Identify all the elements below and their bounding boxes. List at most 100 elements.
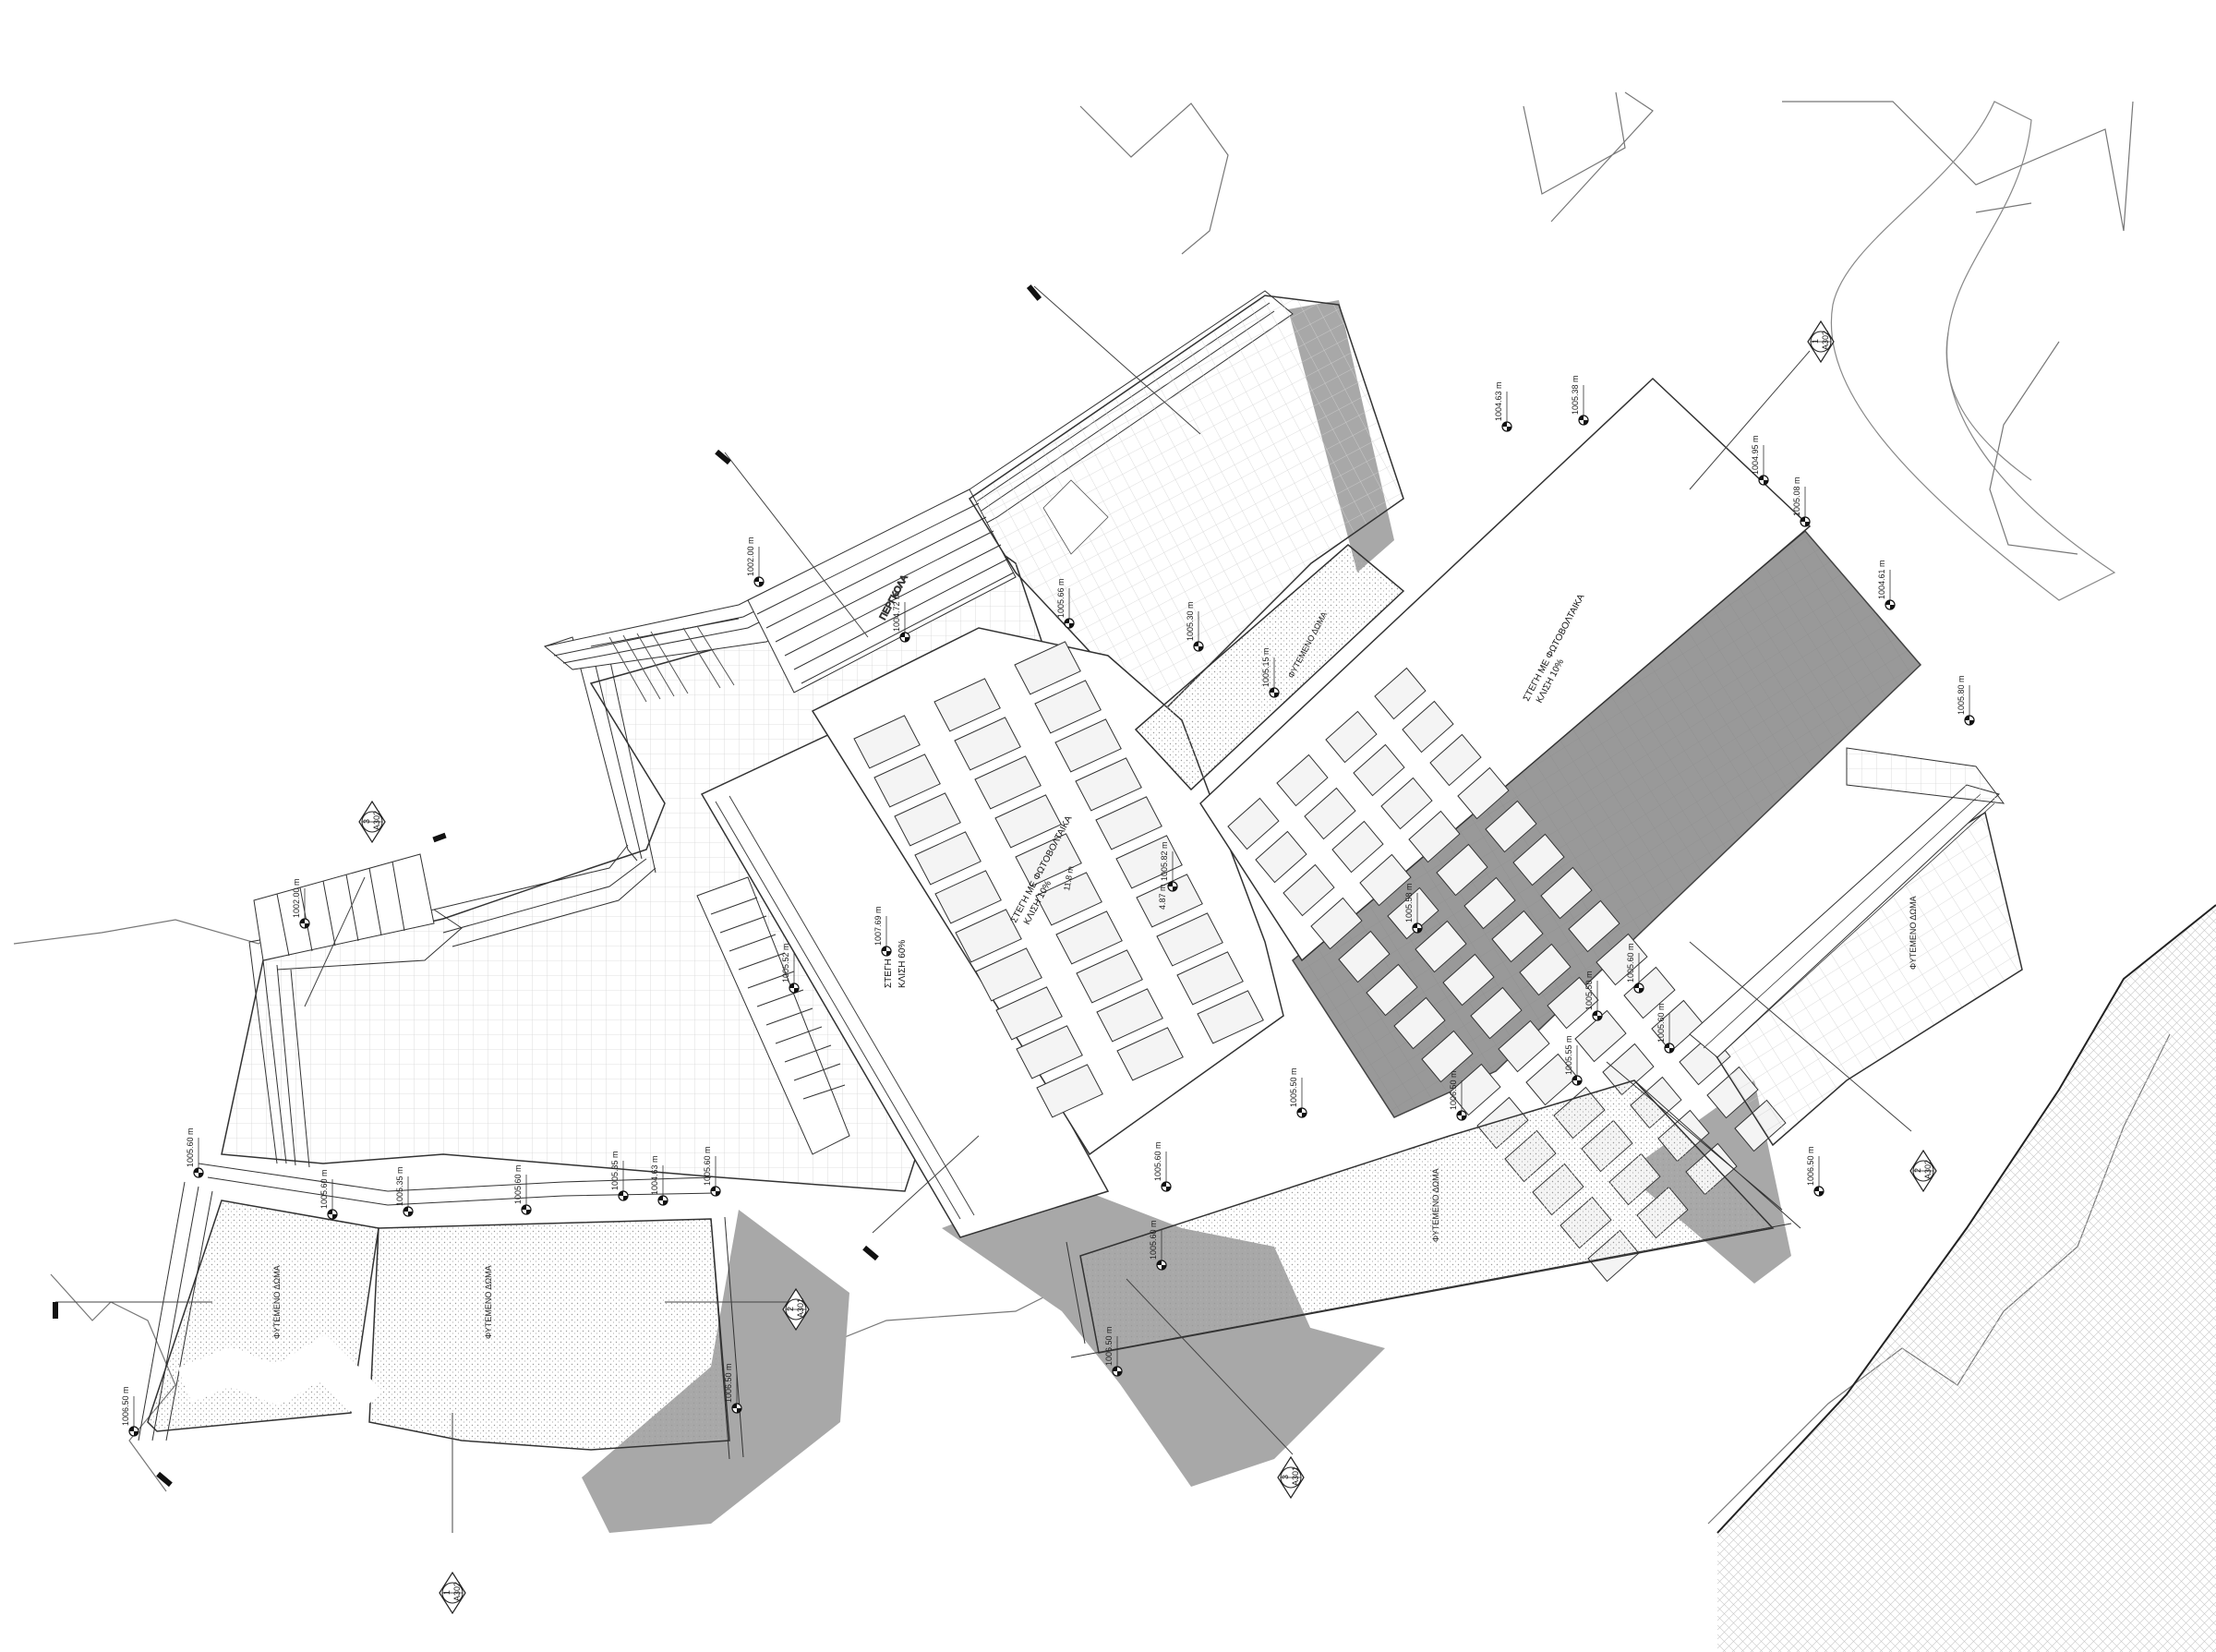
green-roof-label-right: ΦΥΤΕΜΕΝΟ ΔΩΜΑ bbox=[1909, 896, 1918, 970]
pv-panel bbox=[1491, 910, 1544, 963]
pv-panel bbox=[1176, 951, 1244, 1006]
elevation-label: 1005.52 m bbox=[781, 943, 790, 983]
elevation-point: 1005.08 m bbox=[1792, 476, 1811, 527]
elevation-point: 1006.50 m bbox=[724, 1363, 742, 1414]
pv-panel bbox=[894, 792, 961, 847]
pv-panel bbox=[853, 715, 921, 769]
pv-panel bbox=[934, 870, 1002, 924]
pv-panel bbox=[1276, 754, 1329, 807]
pv-panel bbox=[1359, 853, 1412, 907]
elevation-point: 1005.60 m bbox=[1626, 943, 1644, 994]
pv-panel bbox=[1325, 710, 1378, 764]
pv-panel bbox=[1498, 1019, 1550, 1073]
elevation-point: 1004.63 m bbox=[650, 1155, 668, 1206]
elevation-point: 1005.50 m bbox=[1289, 1067, 1307, 1118]
green-roof-right: ΦΥΤΕΜΕΝΟ ΔΩΜΑ bbox=[1689, 747, 2023, 1147]
elevation-point: 1002.00 m bbox=[746, 537, 765, 587]
pv-panel bbox=[1366, 963, 1418, 1017]
elevation-point: 1005.60 m bbox=[1656, 1003, 1675, 1054]
upper-right-terrace bbox=[968, 295, 1404, 722]
elevation-label: 1005.82 m bbox=[1160, 841, 1169, 881]
elevation-point: 1006.50 m bbox=[1104, 1326, 1123, 1377]
road-edge bbox=[1945, 332, 2032, 481]
pv-panel bbox=[1036, 1064, 1103, 1118]
pv-panel bbox=[1095, 796, 1162, 850]
pv-panel bbox=[1055, 910, 1123, 965]
pv-panel bbox=[1442, 953, 1495, 1007]
elevation-point: 1006.50 m bbox=[121, 1386, 139, 1437]
section-marker-number: 2 bbox=[1913, 1168, 1922, 1173]
elevation-label: 1004.61 m bbox=[1877, 560, 1886, 599]
leader-lines bbox=[55, 285, 1912, 1533]
pv-panel bbox=[995, 986, 1063, 1041]
pv-panel bbox=[1227, 797, 1280, 850]
section-marker-sheet: A301 bbox=[796, 1298, 805, 1318]
elevation-label: 1002.00 m bbox=[746, 537, 755, 576]
pv-panel bbox=[1075, 757, 1142, 812]
pv-panel bbox=[954, 717, 1021, 771]
pv-panel bbox=[1393, 996, 1446, 1050]
section-marker-number: 1 bbox=[442, 1590, 452, 1595]
pv-panel bbox=[1463, 876, 1516, 930]
elevation-point: 1005.15 m bbox=[1261, 647, 1280, 698]
elevation-label: 1005.60 m bbox=[703, 1146, 712, 1186]
pv-panel bbox=[1374, 667, 1427, 720]
elevation-label: 1005.60 m bbox=[186, 1127, 195, 1167]
elevation-label: 1006.50 m bbox=[724, 1363, 733, 1403]
pv-panel bbox=[1015, 833, 1082, 887]
pv-panel bbox=[1380, 777, 1433, 830]
elevation-label: 1004.95 m bbox=[1751, 435, 1760, 475]
section-marker-sheet: A302 bbox=[1923, 1160, 1933, 1179]
elevation-label: 1005.15 m bbox=[1261, 647, 1271, 687]
pv-panel bbox=[1197, 990, 1264, 1044]
pv-panel bbox=[1429, 733, 1482, 787]
pv-panel bbox=[1519, 943, 1572, 996]
pv-panel bbox=[1115, 835, 1183, 889]
elevation-points: 1002.00 m 1004.72 m 1005.66 m 1005.30 m 1005… bbox=[121, 375, 1975, 1437]
elevation-label: 1005.60 m bbox=[513, 1164, 523, 1204]
elevation-point: 1005.60 m bbox=[1149, 1220, 1167, 1271]
elevation-point: 1005.35 m bbox=[610, 1151, 629, 1201]
road-curve bbox=[1830, 101, 2116, 601]
elevation-label: 1005.80 m bbox=[1957, 675, 1966, 715]
elevation-label: 1005.66 m bbox=[1056, 578, 1066, 618]
middle-roof-60: ΣΤΕΓΗ ΚΛΙΣΗ 60% bbox=[700, 724, 1110, 1238]
pv-panel bbox=[1449, 1063, 1501, 1116]
elevation-label: 1002.00 m bbox=[292, 878, 301, 918]
pv-panel bbox=[1415, 920, 1467, 973]
green-roof-middle: ΦΥΤΕΜΕΝΟ ΔΩΜΑ bbox=[1134, 544, 1405, 791]
elevation-point: 1004.72 m bbox=[892, 592, 910, 643]
pv-panel bbox=[994, 794, 1062, 849]
elevation-label: 1005.30 m bbox=[1186, 601, 1195, 641]
elevation-label: 1004.63 m bbox=[1494, 381, 1503, 421]
pv-panel bbox=[1255, 830, 1307, 884]
center-stair bbox=[696, 876, 850, 1155]
elevation-label: 1006.50 m bbox=[1104, 1326, 1114, 1366]
pv-panel bbox=[1331, 820, 1384, 874]
pv-panel bbox=[914, 831, 982, 886]
stair-left bbox=[253, 853, 435, 961]
elevation-point: 1005.60 m bbox=[703, 1146, 721, 1197]
green-roof-label-left-b: ΦΥΤΕΜΕΝΟ ΔΩΜΑ bbox=[484, 1265, 493, 1339]
section-marker-sheet: A302 bbox=[1821, 331, 1830, 350]
elevation-label: 1005.50 m bbox=[1584, 971, 1594, 1010]
pv-panel bbox=[1470, 986, 1523, 1040]
section-marker-number: 1 bbox=[1811, 339, 1820, 344]
pv-panel bbox=[1353, 743, 1405, 797]
pv-panel bbox=[1568, 899, 1620, 953]
elevation-label: 1005.35 m bbox=[395, 1166, 404, 1206]
rock-bank-hatch bbox=[1716, 904, 2216, 1652]
elevation-label: 1005.58 m bbox=[1404, 883, 1414, 922]
pv-panel bbox=[1596, 933, 1648, 986]
pv-panel bbox=[933, 678, 1001, 732]
elevation-label: 1006.50 m bbox=[1449, 1070, 1458, 1110]
pv-panel bbox=[1387, 886, 1439, 940]
elevation-point: 1004.63 m bbox=[1494, 381, 1512, 432]
pv-panel bbox=[1421, 1030, 1474, 1083]
elevation-point: 1006.50 m bbox=[1449, 1070, 1467, 1121]
